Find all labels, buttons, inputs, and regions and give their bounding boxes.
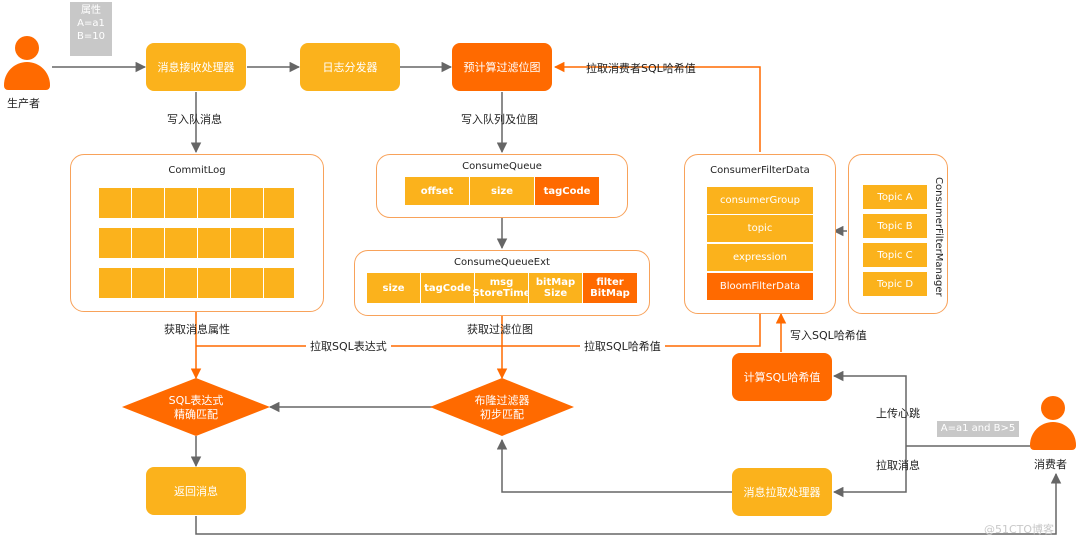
bloom-match-text: 布隆过滤器初步匹配 xyxy=(474,394,530,421)
cq-cell-tagcode: tagCode xyxy=(535,177,599,205)
pull-sql-expr-label: 拉取SQL表达式 xyxy=(306,338,391,354)
get-filter-bitmap-label: 获取过滤位图 xyxy=(467,323,533,336)
pull-sql-hash-label: 拉取SQL哈希值 xyxy=(580,338,665,354)
cfd-row-expression: expression xyxy=(707,244,813,272)
cfd-row-bloomfilterdata: BloomFilterData xyxy=(707,273,813,301)
edge-pull-msg xyxy=(832,446,907,498)
consumer-label: 消费者 xyxy=(1034,458,1067,471)
consumer-filter-manager-title: ConsumerFilterManager xyxy=(933,177,944,297)
get-msg-attr-label: 获取消息属性 xyxy=(164,323,230,336)
consumer-filter-data-title: ConsumerFilterData xyxy=(710,165,810,176)
commitlog-grid xyxy=(99,188,295,298)
consumer-icon xyxy=(1028,396,1078,456)
cfd-row-consumergroup: consumerGroup xyxy=(707,187,813,215)
sql-match-text: SQL表达式精确匹配 xyxy=(168,394,224,421)
attribute-note: 属性 A=a1 B=10 xyxy=(70,2,112,56)
receive-processor-box: 消息接收处理器 xyxy=(146,43,246,91)
precompute-bitmap-box: 预计算过滤位图 xyxy=(452,43,552,91)
consume-queue-ext-title: ConsumeQueueExt xyxy=(454,257,550,268)
write-queue-msg-label: 写入队消息 xyxy=(167,113,222,126)
ext-cell-tagcode: tagCode xyxy=(421,273,474,303)
producer-label: 生产者 xyxy=(7,97,40,110)
sql-match-diamond xyxy=(122,378,270,436)
commitlog-title: CommitLog xyxy=(168,165,226,176)
commitlog-panel: CommitLog xyxy=(70,154,324,312)
ext-cell-size: size xyxy=(367,273,420,303)
manager-topic-c: Topic C xyxy=(863,243,927,267)
consume-queue-title: ConsumeQueue xyxy=(462,161,542,172)
manager-topic-b: Topic B xyxy=(863,214,927,238)
log-dispatcher-box: 日志分发器 xyxy=(300,43,400,91)
cq-cell-size: size xyxy=(470,177,534,205)
consume-queue-panel: ConsumeQueue offset size tagCode xyxy=(376,154,628,218)
watermark: @51CTO博客 xyxy=(984,523,1055,536)
compute-sql-hash-box: 计算SQL哈希值 xyxy=(732,353,832,401)
manager-topic-a: Topic A xyxy=(863,185,927,209)
edge-pull-to-bloom xyxy=(496,438,732,493)
attr-note-line: B=10 xyxy=(77,31,105,42)
consumer-filter-data-panel: ConsumerFilterData consumerGroup topic e… xyxy=(684,154,836,314)
edge-filterdata-to-bitmap xyxy=(553,61,761,152)
edge-return-to-consumer xyxy=(195,472,1062,535)
cfd-row-topic: topic xyxy=(707,215,813,243)
pull-msg-label: 拉取消息 xyxy=(876,459,920,472)
upload-heartbeat-label: 上传心跳 xyxy=(876,407,920,420)
attr-note-line: A=a1 xyxy=(77,18,105,29)
manager-topic-d: Topic D xyxy=(863,272,927,296)
producer-icon xyxy=(2,36,52,96)
return-msg-box: 返回消息 xyxy=(146,467,246,515)
pull-processor-box: 消息拉取处理器 xyxy=(732,468,832,516)
bloom-match-diamond xyxy=(430,378,574,436)
edge-heartbeat xyxy=(832,370,907,446)
write-queue-bitmap-label: 写入队列及位图 xyxy=(461,113,538,126)
pull-consumer-sql-hash-label: 拉取消费者SQL哈希值 xyxy=(586,62,696,75)
attr-note-line: 属性 xyxy=(81,5,101,16)
consumer-filter-manager-panel: Topic A Topic B Topic C Topic D Consumer… xyxy=(848,154,948,314)
expression-note: A=a1 and B>5 xyxy=(937,421,1019,437)
cq-cell-offset: offset xyxy=(405,177,469,205)
write-sql-hash-label: 写入SQL哈希值 xyxy=(790,329,867,342)
